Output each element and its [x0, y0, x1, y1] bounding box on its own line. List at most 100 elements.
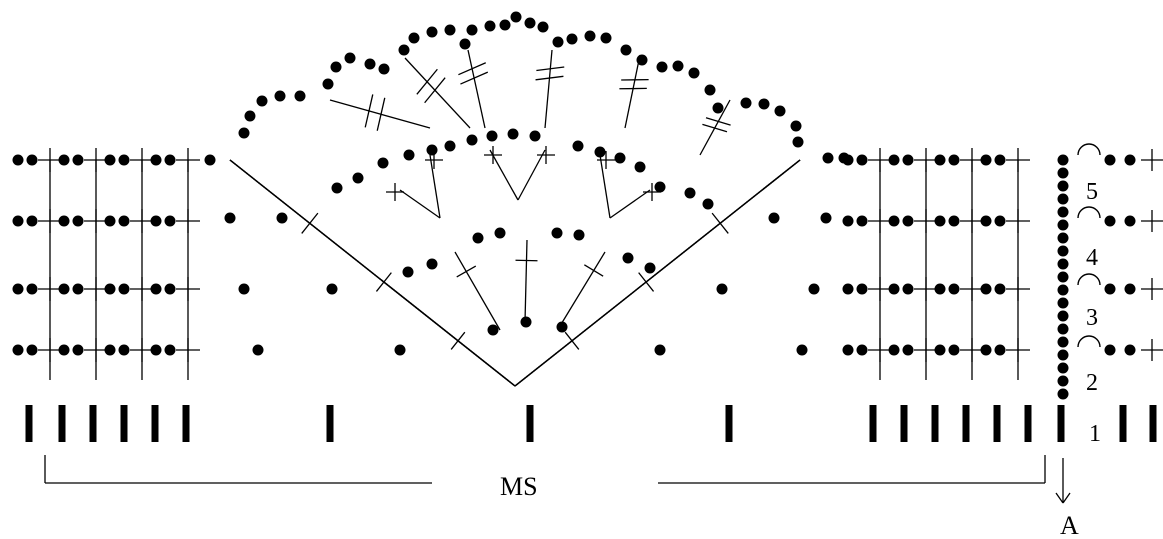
chain-dot: [902, 283, 914, 295]
chain-dot: [322, 78, 334, 90]
stitch-stem: [454, 251, 501, 331]
start-arrow-head-left: [1055, 492, 1064, 504]
stitch-crossbar: [450, 331, 466, 350]
row-number-2: 2: [1086, 370, 1098, 396]
turning-loop-arc: [1077, 206, 1101, 219]
chain-dot: [72, 283, 84, 295]
chain-dot: [378, 63, 390, 75]
stitch-crossbar: [515, 259, 538, 262]
chain-dot: [12, 283, 24, 295]
chain-dot: [994, 344, 1006, 356]
chain-dot: [12, 215, 24, 227]
treble-stem: [544, 49, 553, 129]
chain-dot: [494, 227, 506, 239]
chain-dot: [1057, 154, 1069, 166]
chain-dot: [704, 84, 716, 96]
chain-dot: [980, 154, 992, 166]
chain-dot: [688, 67, 700, 79]
chain-dot: [72, 344, 84, 356]
chain-dot: [1124, 215, 1136, 227]
chain-dot: [634, 161, 646, 173]
chain-dot: [224, 212, 236, 224]
chain-dot: [654, 344, 666, 356]
chain-dot: [150, 344, 162, 356]
chain-dot: [164, 344, 176, 356]
chain-dot: [573, 229, 585, 241]
chain-dot: [1057, 336, 1069, 348]
chain-dot: [838, 152, 850, 164]
chain-dot: [12, 154, 24, 166]
fan-motif: [204, 11, 850, 387]
foundation-bar: [58, 405, 66, 442]
treble-stem: [467, 49, 486, 129]
chain-dot: [948, 154, 960, 166]
treble-bar: [416, 68, 438, 95]
chain-dot: [856, 283, 868, 295]
chain-dot: [808, 283, 820, 295]
chain-dot: [1057, 258, 1069, 270]
chain-dot: [620, 44, 632, 56]
chain-dot: [403, 149, 415, 161]
chain-dot: [1104, 283, 1116, 295]
chain-dot: [1057, 206, 1069, 218]
chain-dot: [902, 344, 914, 356]
chain-dot: [572, 140, 584, 152]
chain-dot: [934, 344, 946, 356]
foundation-bar: [326, 405, 334, 442]
chain-dot: [584, 30, 596, 42]
chain-dot: [104, 283, 116, 295]
chain-dot: [822, 152, 834, 164]
chain-dot: [856, 344, 868, 356]
chain-dot: [104, 154, 116, 166]
chain-dot: [487, 324, 499, 336]
turning-loop-arc: [1077, 143, 1101, 156]
chain-dot: [888, 154, 900, 166]
foundation-bar: [1057, 405, 1065, 442]
chain-dot: [622, 252, 634, 264]
chain-dot: [150, 215, 162, 227]
chain-dot: [1124, 154, 1136, 166]
chain-dot: [1057, 349, 1069, 361]
chain-dot: [466, 24, 478, 36]
chain-dot: [1124, 283, 1136, 295]
chain-dot: [510, 11, 522, 23]
chain-dot: [792, 136, 804, 148]
treble-bar: [376, 97, 386, 131]
chain-dot: [796, 344, 808, 356]
chain-dot: [26, 344, 38, 356]
row-number-4: 4: [1086, 245, 1098, 271]
chain-dot: [1104, 154, 1116, 166]
chain-dot: [684, 187, 696, 199]
treble-stem: [404, 57, 471, 129]
chain-dot: [520, 316, 532, 328]
chain-dot: [740, 97, 752, 109]
chain-dot: [1057, 271, 1069, 283]
chain-dot: [980, 215, 992, 227]
chain-dot: [238, 283, 250, 295]
chain-dot: [426, 26, 438, 38]
chain-dot: [352, 172, 364, 184]
chain-dot: [58, 283, 70, 295]
chain-dot: [58, 215, 70, 227]
chain-dot: [842, 215, 854, 227]
chain-dot: [426, 258, 438, 270]
turning-loop-arc: [1077, 335, 1101, 348]
chain-dot: [1057, 193, 1069, 205]
chain-dot: [948, 215, 960, 227]
foundation-bar: [993, 405, 1001, 442]
chain-dot: [1057, 180, 1069, 192]
chain-dot: [716, 283, 728, 295]
chain-dot: [820, 212, 832, 224]
foundation-bar: [89, 405, 97, 442]
chain-dot: [331, 182, 343, 194]
chain-dot: [551, 227, 563, 239]
foundation-bar: [1149, 405, 1157, 442]
fan-v-stitch: [399, 189, 441, 219]
chain-dot: [888, 215, 900, 227]
chain-dot: [994, 283, 1006, 295]
chain-dot: [104, 344, 116, 356]
chain-dot: [856, 154, 868, 166]
chain-dot: [948, 344, 960, 356]
chain-dot: [58, 154, 70, 166]
chain-dot: [1124, 344, 1136, 356]
